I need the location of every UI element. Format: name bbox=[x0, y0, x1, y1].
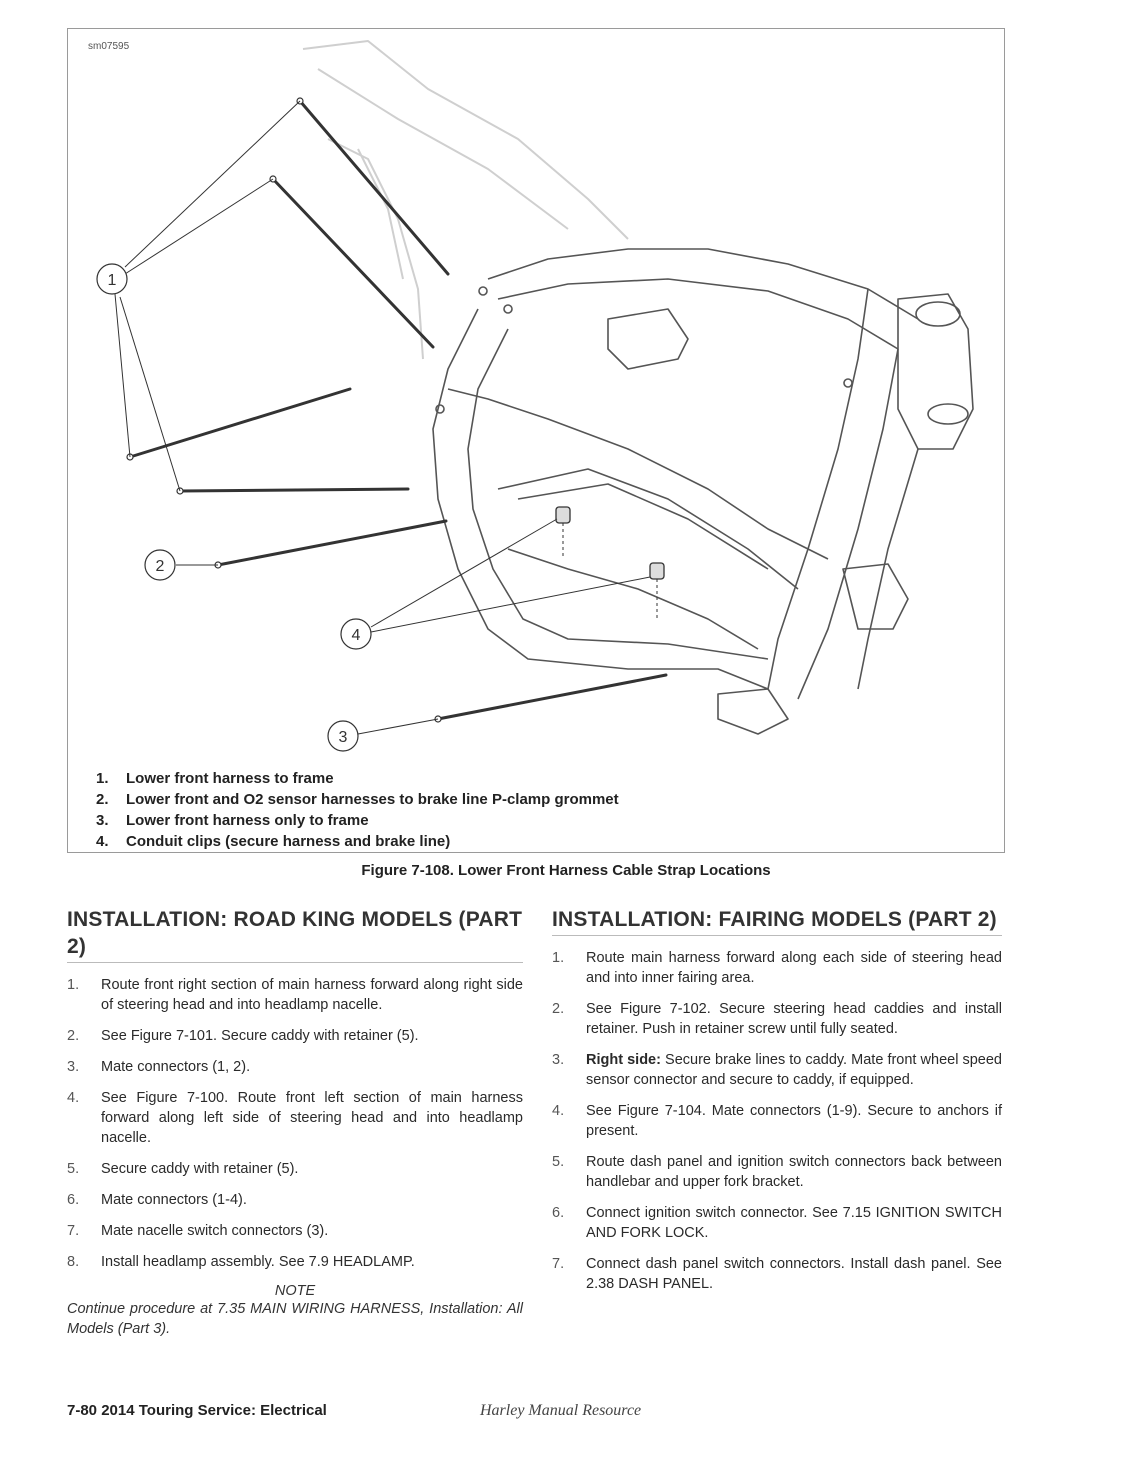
step-item: 3.Right side: Secure brake lines to cadd… bbox=[552, 1052, 1002, 1088]
legend-item: 3.Lower front harness only to frame bbox=[96, 812, 369, 829]
legend-item: 1.Lower front harness to frame bbox=[96, 770, 334, 787]
step-item: 7.Connect dash panel switch connectors. … bbox=[552, 1256, 1002, 1292]
callout-circle-3 bbox=[327, 720, 359, 752]
callout-label-1: 1 bbox=[108, 272, 117, 289]
footer-watermark: Harley Manual Resource bbox=[480, 1402, 642, 1419]
figure-id-label: sm07595 bbox=[88, 41, 130, 52]
callout-circle-1 bbox=[96, 263, 128, 295]
step-item: 8.Install headlamp assembly. See 7.9 HEA… bbox=[67, 1254, 415, 1270]
step-item: 2.See Figure 7-102. Secure steering head… bbox=[552, 1001, 1002, 1037]
frame-illustration: 1 2 3 4 bbox=[96, 40, 974, 752]
legend-item: 2.Lower front and O2 sensor harnesses to… bbox=[96, 791, 619, 808]
step-item: 5.Secure caddy with retainer (5). bbox=[67, 1161, 299, 1177]
step-item: 1.Route main harness forward along each … bbox=[552, 950, 1002, 986]
fairing-section: INSTALLATION: FAIRING MODELS (PART 2) 1.… bbox=[552, 906, 1002, 1305]
step-item: 1.Route front right section of main harn… bbox=[67, 977, 523, 1013]
callout-circle-4 bbox=[340, 618, 372, 650]
callout-circle-2 bbox=[144, 549, 176, 581]
callout-label-2: 2 bbox=[156, 558, 165, 575]
step-list: 1.Route front right section of main harn… bbox=[67, 975, 523, 1272]
step-item: 7.Mate nacelle switch connectors (3). bbox=[67, 1223, 329, 1239]
step-item: 3.Mate connectors (1, 2). bbox=[67, 1059, 251, 1075]
step-item: 4.See Figure 7-100. Route front left sec… bbox=[67, 1090, 523, 1146]
step-item: 5.Route dash panel and ignition switch c… bbox=[552, 1154, 1002, 1190]
step-item: 4.See Figure 7-104. Mate connectors (1-9… bbox=[552, 1103, 1002, 1139]
legend-item: 4.Conduit clips (secure harness and brak… bbox=[96, 833, 451, 850]
road-king-section: INSTALLATION: ROAD KING MODELS (PART 2) … bbox=[67, 906, 523, 1339]
figure-caption: Figure 7-108. Lower Front Harness Cable … bbox=[361, 862, 771, 879]
step-item: 2.See Figure 7-101. Secure caddy with re… bbox=[67, 1028, 419, 1044]
figure-frame: sm07595 bbox=[67, 28, 1005, 853]
note-label: NOTE bbox=[274, 1283, 316, 1299]
callout-label-3: 3 bbox=[339, 729, 348, 746]
step-list: 1.Route main harness forward along each … bbox=[552, 948, 1002, 1294]
step-item: 6.Connect ignition switch connector. See… bbox=[552, 1205, 1002, 1241]
figure-legend: 1.Lower front harness to frame 2.Lower f… bbox=[96, 768, 619, 852]
callout-label-4: 4 bbox=[352, 627, 361, 644]
section-heading: INSTALLATION: FAIRING MODELS (PART 2) bbox=[552, 906, 1002, 936]
page-footer: 7-80 2014 Touring Service: Electrical bbox=[67, 1402, 327, 1419]
step-item: 6.Mate connectors (1-4). bbox=[67, 1192, 247, 1208]
section-heading: INSTALLATION: ROAD KING MODELS (PART 2) bbox=[67, 906, 523, 963]
note-text: Continue procedure at 7.35 MAIN WIRING H… bbox=[67, 1301, 523, 1337]
